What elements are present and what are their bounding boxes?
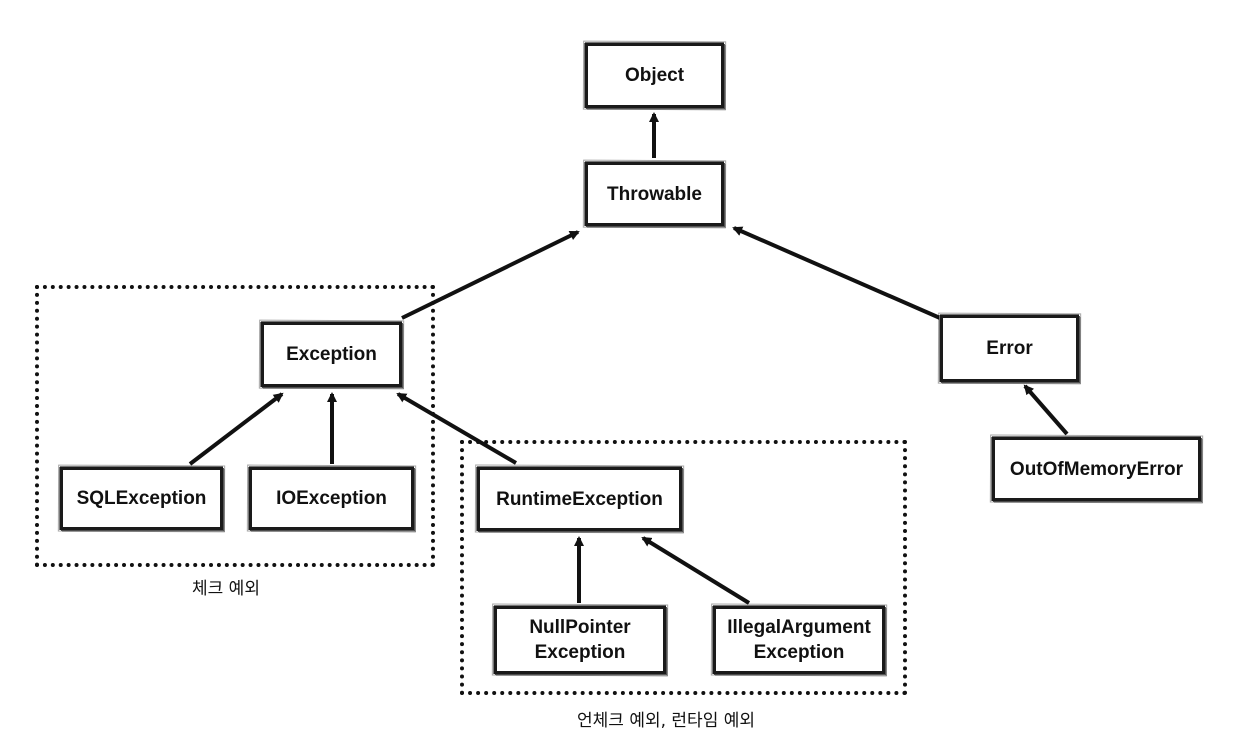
node-illegalargumentexception-line2: Exception <box>753 642 845 663</box>
node-illegalargumentexception-line1: IllegalArgument <box>727 617 871 638</box>
node-sqlexception-label: SQLException <box>76 488 207 509</box>
checked-exception-group-label: 체크 예외 <box>192 579 260 599</box>
edge-runtimeexception-to-exception <box>396 392 518 465</box>
node-nullpointerexception-line1: NullPointer <box>529 617 631 638</box>
edge-error-to-throwable <box>732 226 941 320</box>
node-exception[interactable]: Exception <box>261 322 402 387</box>
edge-illegalargumentexception-to-runtimeexception <box>641 536 751 605</box>
node-outofmemoryerror[interactable]: OutOfMemoryError <box>992 437 1201 501</box>
node-throwable-label: Throwable <box>606 183 702 205</box>
node-error-label: Error <box>986 338 1033 359</box>
node-error[interactable]: Error <box>940 315 1079 382</box>
node-illegalargumentexception[interactable]: IllegalArgument Exception <box>713 606 885 674</box>
node-object-label: Object <box>624 65 685 86</box>
checked-exception-group <box>35 285 435 567</box>
unchecked-exception-group-label: 언체크 예외, 런타임 예외 <box>577 711 756 731</box>
node-ioexception[interactable]: IOException <box>249 467 414 530</box>
node-runtimeexception[interactable]: RuntimeException <box>477 467 682 531</box>
node-nullpointerexception-line2: Exception <box>534 642 626 663</box>
edge-sqlexception-to-exception <box>188 392 284 466</box>
node-runtimeexception-label: RuntimeException <box>496 488 663 510</box>
node-ioexception-label: IOException <box>276 488 387 509</box>
node-nullpointerexception[interactable]: NullPointer Exception <box>494 606 666 674</box>
edge-outofmemoryerror-to-error <box>1023 384 1069 436</box>
node-sqlexception[interactable]: SQLException <box>60 467 223 530</box>
unchecked-exception-group <box>460 440 907 695</box>
node-object[interactable]: Object <box>585 43 724 108</box>
node-exception-label: Exception <box>286 344 377 365</box>
node-outofmemoryerror-label: OutOfMemoryError <box>1009 458 1184 480</box>
node-throwable[interactable]: Throwable <box>585 162 724 226</box>
